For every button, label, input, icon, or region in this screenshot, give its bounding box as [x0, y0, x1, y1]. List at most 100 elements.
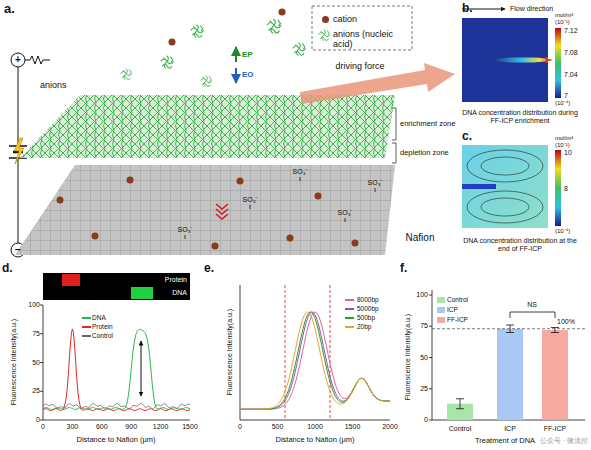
legend-text: 500bp [357, 314, 375, 321]
data-curve [240, 312, 390, 409]
axis-tick: 0 [424, 416, 428, 424]
zone-label: depletion zone [400, 149, 449, 158]
group-label: SO₃⁻ [338, 209, 353, 217]
panel-letter: c. [462, 130, 472, 144]
panel-letter: d. [2, 262, 13, 276]
axis-title: Treatment of DNA [475, 437, 535, 446]
axis-title: Fluorescence Intensity(a.u.) [10, 319, 18, 405]
panel-caption: DNA concentration distribution during FF… [461, 109, 579, 125]
legend-swatch [345, 317, 354, 319]
panel-caption: DNA concentration distribution at the en… [461, 237, 579, 253]
axis-title: Distance to Nafion (μm) [77, 436, 156, 445]
unit-label: mol/m³ [555, 12, 573, 19]
data-curve [240, 312, 390, 409]
panel-letter: e. [204, 262, 214, 276]
axis-tick: 25 [32, 387, 40, 395]
legend-swatch [437, 297, 445, 303]
channel-label: Protein [165, 276, 187, 284]
legend-text: anions (nucleic acid) [333, 29, 403, 50]
unit-label: (10⁻¹) [555, 19, 570, 26]
part-label: anions [40, 80, 67, 90]
group-label: SO₃⁻ [178, 226, 193, 234]
axis-tick: 300 [67, 423, 79, 431]
colorbar-tick: 7.08 [564, 49, 578, 57]
axis-tick: 0 [41, 423, 45, 431]
axis-tick: 50 [32, 358, 40, 366]
axis-tick: 1000 [307, 423, 323, 431]
legend-swatch [322, 16, 329, 23]
legend-text: DNA [92, 314, 106, 321]
category-label: ICP [504, 425, 516, 433]
unit-label: (10⁻⁴) [555, 228, 570, 235]
legend-text: FF-ICP [447, 316, 468, 323]
legend-text: Protein [92, 323, 113, 330]
bar [542, 330, 568, 420]
unit-label: (10⁻¹) [555, 142, 570, 149]
axis-tick: 0 [238, 423, 242, 431]
legend-swatch [345, 299, 354, 301]
arrow-label: EO [242, 70, 254, 79]
legend-swatch [345, 326, 354, 328]
legend-swatch [437, 317, 445, 323]
axis-tick: 1500 [182, 423, 198, 431]
panel-letter: f. [400, 262, 407, 276]
category-label: FF-ICP [544, 425, 567, 433]
legend-text: 8000bp [357, 296, 379, 303]
unit-label: mol/m³ [555, 135, 573, 142]
data-curve [240, 312, 390, 409]
arrow-label: Flow direction [510, 5, 553, 13]
legend-text: ICP [447, 306, 458, 313]
group-label: SO₃⁻ [243, 196, 258, 204]
group-label: SO₃⁻ [293, 168, 308, 176]
panel-letter: a. [4, 2, 15, 17]
reference-label: 100% [557, 318, 575, 326]
legend-text: 20bp [357, 323, 371, 330]
terminal-sign: − [15, 244, 21, 256]
terminal-sign: + [15, 54, 21, 66]
axis-tick: 2000 [382, 423, 398, 431]
unit-label: (10⁻⁴) [555, 100, 570, 107]
axis-title: Fluorescence Intensity(a.u.) [404, 314, 412, 400]
colorbar-tick: 7.04 [564, 71, 578, 79]
axis-tick: 0 [36, 416, 40, 424]
legend-swatch [437, 307, 445, 313]
axis-title: Distance to Nafion (μm) [276, 436, 355, 445]
axis-tick: 100 [416, 291, 428, 299]
category-label: Control [449, 425, 472, 433]
data-curve [43, 329, 190, 411]
legend-text: Control [447, 296, 468, 303]
colorbar-tick: 7 [564, 92, 568, 100]
axis-tick: 500 [272, 423, 284, 431]
data-curve [43, 329, 190, 409]
colorbar-tick: 10 [564, 149, 572, 157]
significance-label: NS [527, 301, 537, 309]
axis-title: Fluorescence Intensity(a.u.) [226, 309, 234, 395]
legend-swatch [82, 317, 91, 319]
colorbar-tick: 8 [564, 185, 568, 193]
data-curve [240, 312, 390, 409]
legend-swatch [82, 326, 91, 328]
legend-text: 5000bp [357, 305, 379, 312]
axis-tick: 75 [420, 322, 428, 330]
legend-swatch [318, 29, 332, 43]
axis-tick: 75 [32, 330, 40, 338]
group-label: SO₃⁻ [368, 179, 383, 187]
axis-tick: 25 [420, 385, 428, 393]
axis-tick: 600 [96, 423, 108, 431]
legend-text: cation [333, 14, 357, 24]
axis-tick: 1200 [153, 423, 169, 431]
legend-swatch [82, 335, 91, 337]
axis-tick: 900 [125, 423, 137, 431]
bar [497, 329, 523, 420]
colorbar-tick: 7.12 [564, 27, 578, 35]
channel-label: DNA [172, 289, 187, 297]
legend-swatch [345, 308, 354, 310]
arrow-label: EP [242, 50, 253, 59]
panel-letter: b. [462, 2, 473, 16]
watermark: 公众号 · 微流控 [540, 437, 588, 444]
arrow-label: driving force [335, 61, 384, 71]
part-label: Nafion [406, 232, 435, 244]
axis-tick: 100 [28, 301, 40, 309]
axis-tick: 1500 [345, 423, 361, 431]
